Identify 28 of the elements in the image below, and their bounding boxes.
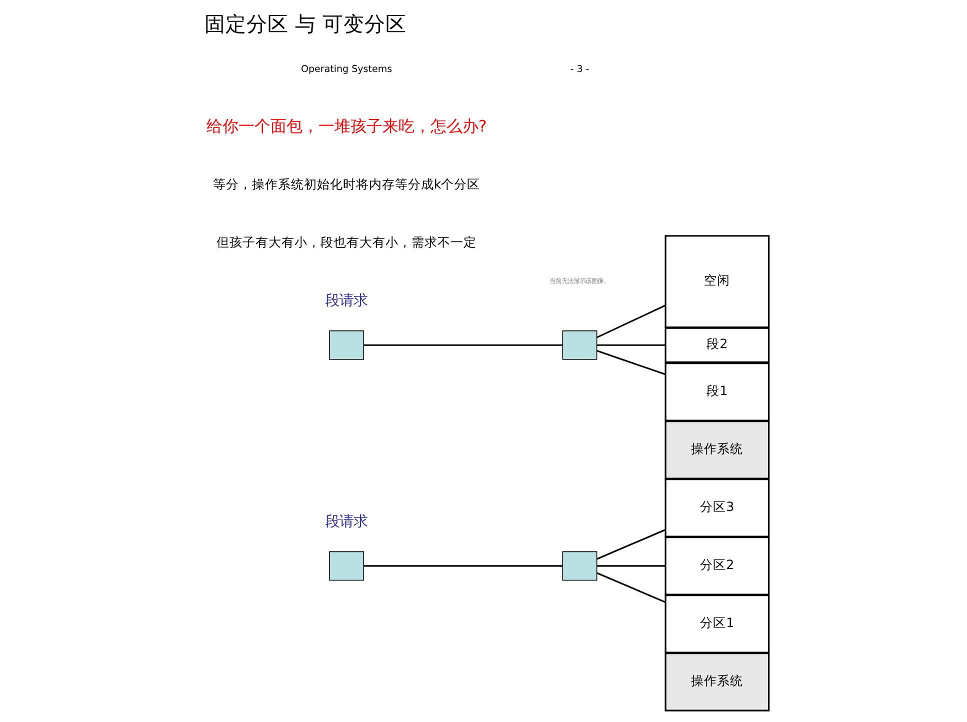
node-box [562, 330, 597, 360]
label: Operating Systems [300, 64, 392, 75]
label: 段请求 [325, 514, 368, 530]
node-box [328, 330, 364, 360]
connector [596, 572, 666, 603]
node-box [328, 551, 364, 581]
label: 等分，操作系统初始化时将内存等分成k个分区 [212, 176, 480, 192]
label: 给你一个面包，一堆孩子来吃，怎么办? [206, 116, 486, 136]
connector [596, 529, 666, 560]
node-box: 操作系统 [664, 652, 770, 712]
connector [596, 565, 665, 567]
node-box [562, 551, 597, 581]
node-box: 空闲 [664, 235, 770, 328]
label: - 3 - [570, 64, 589, 75]
node-box: 段1 [664, 362, 770, 422]
label: 段请求 [325, 292, 368, 309]
diagram-title: 固定分区 与 可变分区 [204, 12, 406, 36]
node-box: 分区2 [664, 536, 770, 596]
connector [364, 565, 562, 567]
connector [596, 304, 666, 338]
node-box: 段2 [664, 327, 770, 363]
connector [596, 350, 666, 376]
connector [364, 344, 562, 346]
connector [596, 344, 665, 346]
node-box: 分区1 [664, 594, 770, 654]
node-box: 分区3 [664, 478, 770, 538]
label: 但孩子有大有小，段也有大有小，需求不一定 [216, 234, 476, 250]
node-box: 操作系统 [664, 420, 770, 480]
